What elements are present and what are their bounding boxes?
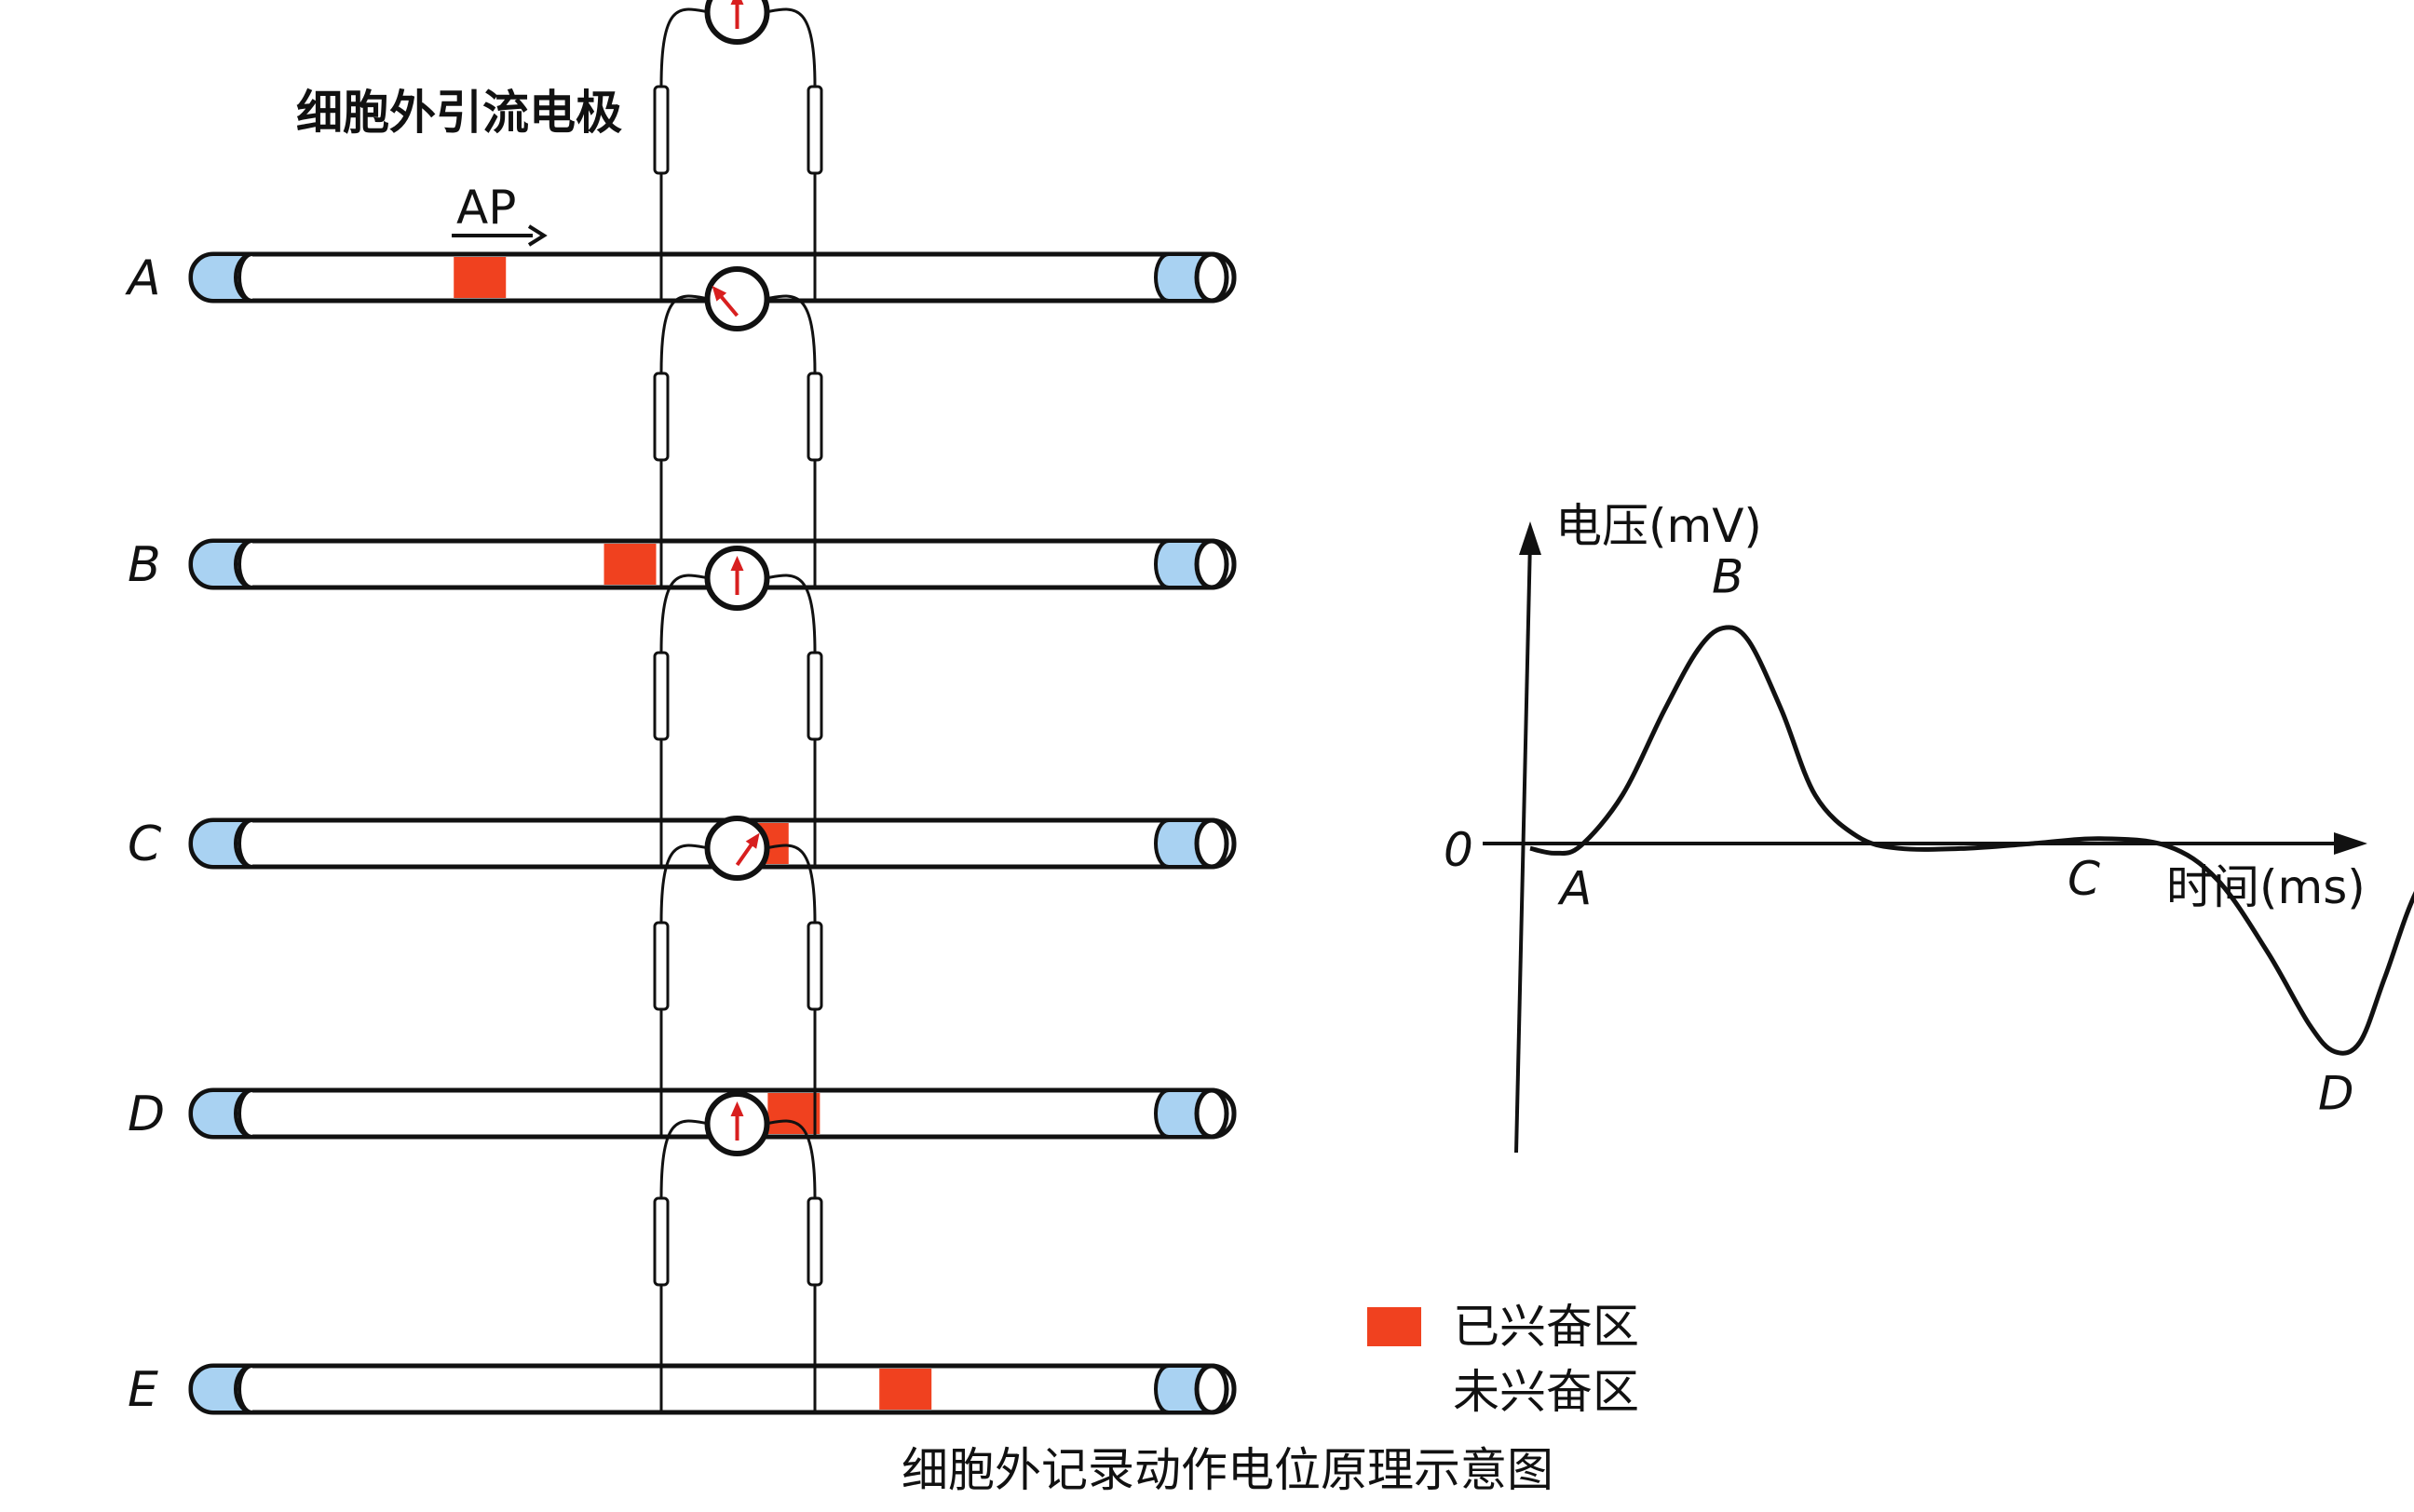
- meter-wire: [659, 574, 710, 654]
- meter-wire: [765, 844, 817, 924]
- electrode-label: 细胞外引流电极: [296, 86, 622, 140]
- axon-panels: A B C D E: [125, 0, 1237, 1418]
- panel-e: E: [128, 1091, 1237, 1418]
- galvanometer-icon: [704, 816, 770, 881]
- galvanometer-icon: [704, 1091, 770, 1156]
- figure-caption: 细胞外记录动作电位原理示意图: [902, 1443, 1553, 1497]
- galvanometer-icon: [704, 266, 770, 331]
- panel-label: A: [125, 250, 161, 306]
- panel-a: A: [125, 0, 1237, 306]
- excited-region: [767, 1093, 820, 1134]
- panel-label: D: [128, 1087, 165, 1142]
- axon-tube: [188, 251, 1237, 304]
- panel-c: C: [128, 546, 1237, 872]
- trace-point-label-b: B: [1712, 550, 1743, 604]
- panel-b: B: [128, 266, 1237, 593]
- needle-icon: [712, 285, 739, 317]
- trace-point-label-d: D: [2318, 1067, 2354, 1121]
- trace-point-label-c: C: [2068, 852, 2100, 906]
- galvanometer-icon: [704, 546, 770, 611]
- excited-region: [879, 1369, 932, 1410]
- needle-icon: [730, 0, 744, 29]
- galvanometer-icon: [704, 0, 770, 45]
- meter-wire: [765, 7, 817, 88]
- x-axis-label: 时间(ms): [2166, 860, 2366, 914]
- electrode-right: [807, 1196, 823, 1412]
- y-axis-label: 电压(mV): [1555, 499, 1762, 553]
- excited-region: [454, 257, 507, 298]
- legend-excited-label: 已兴奋区: [1453, 1300, 1639, 1354]
- needle-icon: [730, 556, 744, 595]
- meter-wire: [765, 1119, 817, 1199]
- panel-label: B: [128, 537, 161, 593]
- excited-region: [604, 544, 657, 585]
- y-axis: [1514, 539, 1532, 1154]
- electrode-left: [653, 1196, 670, 1412]
- meter-wire: [659, 7, 710, 88]
- meter-wire: [765, 574, 817, 654]
- electrode-right: [807, 371, 823, 587]
- ap-direction-arrow: [452, 224, 548, 247]
- y-axis-arrow: [1519, 521, 1541, 555]
- ap-label: AP: [456, 181, 516, 235]
- legend-excited-swatch: [1367, 1307, 1421, 1346]
- legend-unexcited-label: 未兴奋区: [1453, 1365, 1639, 1419]
- legend-unexcited-swatch: [1367, 1372, 1421, 1411]
- meter-wire: [659, 294, 710, 374]
- panel-label: E: [128, 1362, 158, 1418]
- x-axis-arrow: [2334, 832, 2367, 855]
- trace-point-label-a: A: [1557, 861, 1592, 915]
- meter-wire: [765, 294, 817, 374]
- needle-icon: [730, 1101, 744, 1141]
- legend: 已兴奋区 未兴奋区: [1367, 1300, 1639, 1419]
- zero-tick-label: 0: [1444, 823, 1473, 877]
- meter-wire: [659, 844, 710, 924]
- needle-icon: [735, 832, 760, 867]
- panel-label: C: [128, 817, 162, 872]
- meter-wire: [659, 1119, 710, 1199]
- axon-tube: [188, 1363, 1237, 1415]
- potential-trace: [1529, 625, 2414, 1056]
